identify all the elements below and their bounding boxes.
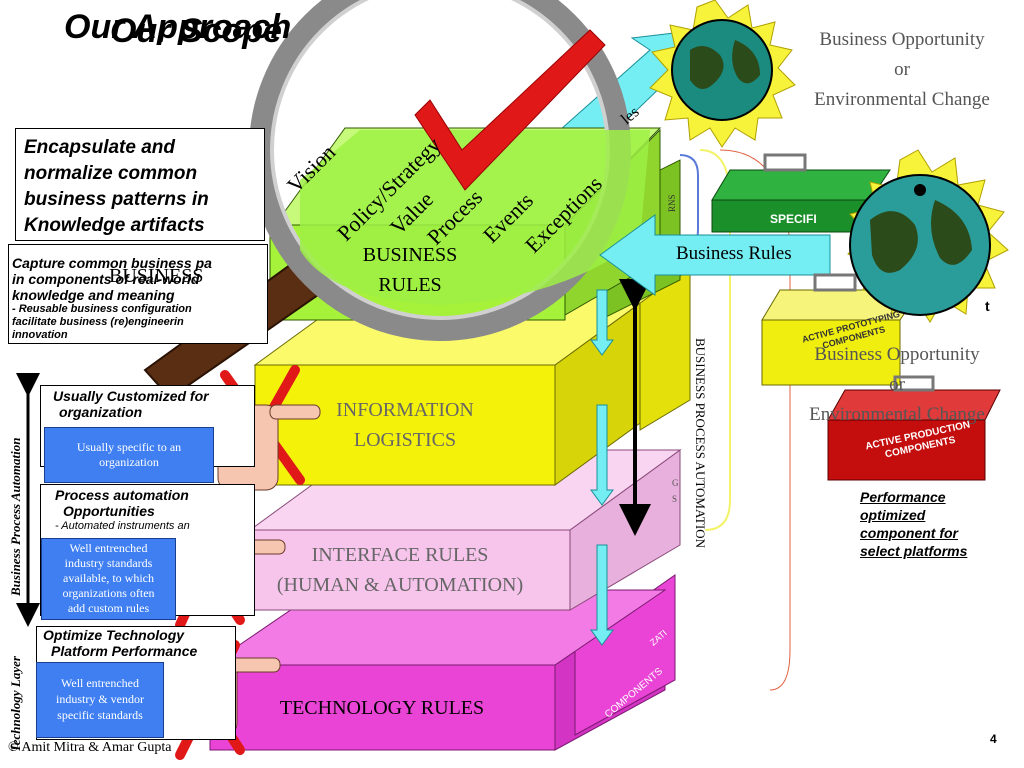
entrenched-line-1: Well entrenched xyxy=(69,541,148,555)
check-mark xyxy=(414,29,606,191)
opportunity-top-line-1: Business Opportunity xyxy=(819,29,985,50)
g-side-text: G xyxy=(672,478,679,488)
vendor-line-1: Well entrenched xyxy=(61,676,139,690)
info-layer-front xyxy=(254,364,556,486)
technology-rules-label: TECHNOLOGY RULES xyxy=(279,697,485,719)
capture-line-3: knowledge and meaning xyxy=(12,287,175,303)
capture-line-1: Capture common business pa xyxy=(12,255,212,271)
opportunity-mid-line-3: Environmental Change xyxy=(809,404,985,425)
vendor-blue-box: Well entrenched industry & vendor specif… xyxy=(36,662,164,738)
specific-blue-box: Usually specific to an organization xyxy=(44,427,214,483)
capture-sub-3: innovation xyxy=(12,329,68,341)
capture-line-2: in components of real-world xyxy=(12,271,200,287)
capture-note: BUSINESS Capture common business pa in c… xyxy=(8,244,268,344)
interface-rules-label: INTERFACE RULES (HUMAN & AUTOMATION) xyxy=(235,540,565,600)
encapsulate-line-1: Encapsulate and xyxy=(24,137,175,158)
opportunity-top-line-2: or xyxy=(894,59,910,80)
customized-line-2: organization xyxy=(59,404,143,420)
capture-sub-1: - Reusable business configuration xyxy=(12,303,192,315)
vendor-line-3: specific standards xyxy=(57,708,143,722)
business-rules-line-1: BUSINESS xyxy=(362,244,458,266)
entrenched-line-2: industry standards xyxy=(64,556,153,570)
t-fragment: t xyxy=(985,298,990,314)
performance-line-1: Performance xyxy=(860,489,946,505)
technology-layer-front xyxy=(209,664,556,751)
encapsulate-line-2: normalize common xyxy=(24,163,198,184)
specific-line-2: organization xyxy=(99,455,159,469)
capture-sub-2: facilitate business (re)engineerin xyxy=(12,316,184,328)
entrenched-blue-box: Well entrenched industry standards avail… xyxy=(41,538,176,620)
title-scope: Our Scope xyxy=(110,12,282,50)
info-logistics-line-1: INFORMATION xyxy=(336,399,474,421)
specific-components-toolbox-icon xyxy=(711,153,891,233)
interface-layer-front xyxy=(249,529,571,611)
entrenched-line-4: organizations often xyxy=(62,586,155,600)
performance-line-4: select platforms xyxy=(860,543,968,559)
bpa-side-text: BUSINESS PROCESS AUTOMATION xyxy=(693,338,708,548)
copyright: © Amit Mitra & Amar Gupta xyxy=(8,740,172,755)
production-toolbox-icon xyxy=(827,375,1001,481)
s-side-text: S xyxy=(672,494,678,504)
business-rules-line-2: RULES xyxy=(378,274,442,296)
encapsulate-line-4: Knowledge artifacts xyxy=(24,215,205,236)
lens-word-rns-fragment: RNS xyxy=(667,194,677,212)
performance-line-3: component for xyxy=(860,525,958,541)
tech-vertical-label: Technology Layer xyxy=(8,656,23,752)
globe-mid-icon xyxy=(847,149,1009,323)
encapsulate-note: Encapsulate and normalize common busines… xyxy=(15,128,265,241)
specific-fragment: SPECIFI xyxy=(770,212,817,226)
title-approach: Our Approach xyxy=(64,8,292,46)
opportunity-top: Business Opportunity or Environmental Ch… xyxy=(780,25,1024,115)
info-logistics-label: INFORMATION LOGISTICS xyxy=(300,395,510,455)
business-rules-label: BUSINESS RULES xyxy=(340,240,480,300)
customized-line-1: Usually Customized for xyxy=(53,388,209,404)
optimize-line-1: Optimize Technology xyxy=(43,627,185,643)
performance-line-2: optimized xyxy=(860,507,926,523)
performance-note: Performance optimized component for sele… xyxy=(860,488,967,560)
interface-rules-line-2: (HUMAN & AUTOMATION) xyxy=(276,574,524,596)
optimize-line-2: Platform Performance xyxy=(51,643,198,659)
specific-line-1: Usually specific to an xyxy=(76,440,182,454)
info-logistics-line-2: LOGISTICS xyxy=(353,429,457,451)
globe-top-icon xyxy=(649,0,796,148)
entrenched-line-3: available, to which xyxy=(63,571,154,585)
opportunity-mid: Business Opportunity or Environmental Ch… xyxy=(775,340,1019,430)
opportunity-top-line-3: Environmental Change xyxy=(814,89,990,110)
interface-rules-line-1: INTERFACE RULES xyxy=(311,544,489,566)
entrenched-line-5: add custom rules xyxy=(67,601,150,615)
opportunity-mid-line-1: Business Opportunity xyxy=(814,344,980,365)
business-rules-arrow xyxy=(599,214,831,296)
vendor-line-2: industry & vendor xyxy=(56,692,144,706)
lens-magnified-layer xyxy=(300,130,650,305)
process-auto-sub-1: - Automated instruments an xyxy=(55,520,190,532)
encapsulate-line-3: business patterns in xyxy=(24,189,209,210)
business-rules-arrow-label: Business Rules xyxy=(676,243,792,264)
opportunity-mid-line-2: or xyxy=(889,374,905,395)
process-auto-line-2: Opportunities xyxy=(63,503,155,519)
process-auto-line-1: Process automation xyxy=(55,487,189,503)
business-behind-label: BUSINESS xyxy=(109,265,204,287)
bpa-vertical-label: Business Process Automation xyxy=(8,437,23,596)
down-arrows xyxy=(590,289,614,646)
page-number: 4 xyxy=(990,732,997,746)
